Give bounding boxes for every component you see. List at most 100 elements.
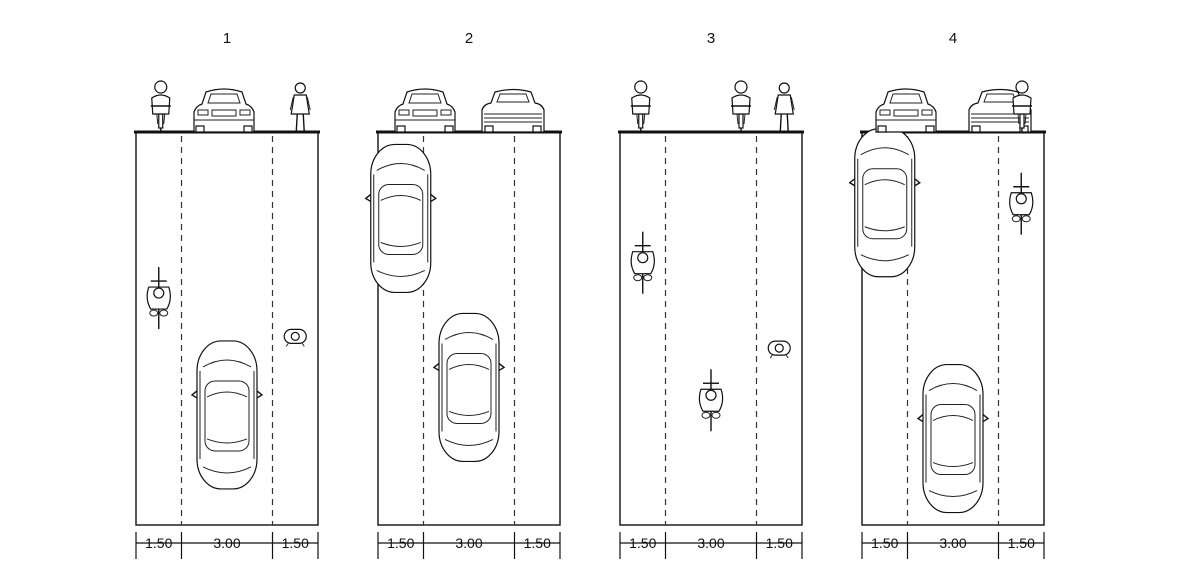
bike-wheel-tyre — [738, 113, 744, 129]
car-windshield — [206, 391, 248, 398]
pedestrian-elevation — [773, 82, 795, 133]
car-trunk-line — [202, 466, 252, 474]
car-hood-line — [202, 359, 252, 368]
panel-number: 1 — [223, 30, 231, 47]
cyclist-helmet — [634, 80, 648, 94]
car-mirror — [430, 193, 437, 203]
cyclist-helmet — [154, 80, 168, 94]
lane-width-label: 1.50 — [524, 535, 551, 551]
lane-width-label: 1.50 — [629, 535, 656, 551]
car-rear-window — [496, 93, 530, 103]
cyclist-front-elevation — [630, 80, 651, 132]
car-cabin — [378, 183, 424, 255]
cyclist-torso — [631, 94, 651, 115]
pedestrian-arm — [306, 96, 311, 111]
pedestrian-arm — [790, 96, 795, 111]
car-headlight — [921, 109, 933, 116]
car-rear-elevation — [481, 88, 545, 133]
cyclist-front-elevation — [150, 80, 171, 132]
car-trunk-line — [444, 439, 494, 446]
cyclist-foot — [711, 411, 721, 419]
pedestrian-plan-view — [283, 328, 307, 347]
car-rear-window — [983, 93, 1017, 103]
car-plan-view — [432, 312, 506, 463]
cyclist-head — [1015, 193, 1027, 205]
pedestrian-leg — [786, 113, 789, 133]
cyclist-head — [637, 252, 649, 264]
car-plan-view — [916, 363, 990, 514]
cyclist-leg — [643, 113, 646, 125]
cyclist-leg — [636, 113, 639, 125]
car-rear-window — [206, 438, 248, 444]
lane-width-label: 1.50 — [766, 535, 793, 551]
bike-wheel-tyre — [1019, 113, 1025, 129]
car-windshield — [864, 179, 905, 186]
car-wheel — [877, 125, 887, 133]
cyclist-foot — [701, 411, 711, 419]
bicycle-plan-view — [630, 231, 655, 294]
car-hood-line — [860, 147, 910, 156]
cyclist-foot — [633, 274, 643, 282]
lane-width-label: 1.50 — [871, 535, 898, 551]
lane-width-label: 1.50 — [387, 535, 414, 551]
car-wheel — [243, 125, 253, 133]
car-windshield — [380, 194, 421, 201]
car-grille — [893, 109, 919, 117]
lane-width-label: 3.00 — [455, 535, 482, 551]
car-mirror — [190, 390, 198, 399]
car-headlight — [440, 109, 452, 116]
pedestrian-leg — [302, 113, 305, 133]
car-plan-view — [848, 128, 921, 278]
cyclist-leg — [1024, 113, 1027, 125]
cyclist-leg — [743, 113, 746, 125]
car-body — [922, 363, 984, 514]
bicycle-plan-view — [698, 369, 724, 432]
car-headlight — [398, 109, 410, 116]
car-plan-view — [190, 340, 264, 490]
car-wheel — [444, 125, 454, 133]
cyclist-foot — [1011, 215, 1021, 223]
pedestrian-leg — [779, 113, 782, 133]
car-grille — [211, 109, 237, 117]
car-mirror — [848, 178, 856, 187]
cyclist-foot — [159, 309, 169, 317]
car-cabin — [930, 404, 976, 476]
car-plan-view — [364, 143, 437, 294]
pedestrian-arm — [301, 343, 305, 347]
panel-number: 3 — [707, 30, 715, 47]
cyclist-leg — [156, 113, 159, 125]
car-body — [854, 128, 916, 278]
cyclist-foot — [1021, 215, 1031, 223]
bicycle-plan-view — [1009, 172, 1034, 235]
car-wheel — [396, 125, 406, 133]
car-headlight — [197, 109, 209, 116]
car-mirror — [914, 178, 921, 187]
cyclist-torso — [731, 94, 751, 115]
car-trunk-line — [860, 254, 909, 262]
car-mirror — [432, 362, 440, 372]
cyclist-helmet — [1015, 80, 1029, 94]
car-mirror — [916, 413, 924, 423]
car-cabin — [204, 380, 250, 452]
car-windshield — [448, 363, 490, 370]
car-body — [196, 340, 258, 490]
pedestrian-leg — [295, 113, 298, 133]
pedestrian-head — [774, 343, 784, 353]
car-rear-window — [932, 462, 974, 468]
car-windshield — [889, 93, 923, 104]
road-plan-outline — [619, 131, 803, 526]
pedestrian-arm — [785, 354, 789, 359]
pedestrian-plan-view — [767, 340, 791, 359]
cyclist-rear-elevation — [731, 80, 751, 132]
cyclist-head — [153, 287, 165, 299]
car-front-elevation — [875, 88, 937, 133]
cyclist-leg — [736, 113, 739, 125]
car-body — [438, 312, 500, 463]
car-windshield — [207, 93, 241, 104]
lane-width-label: 3.00 — [697, 535, 724, 551]
pedestrian-coat — [774, 94, 794, 115]
